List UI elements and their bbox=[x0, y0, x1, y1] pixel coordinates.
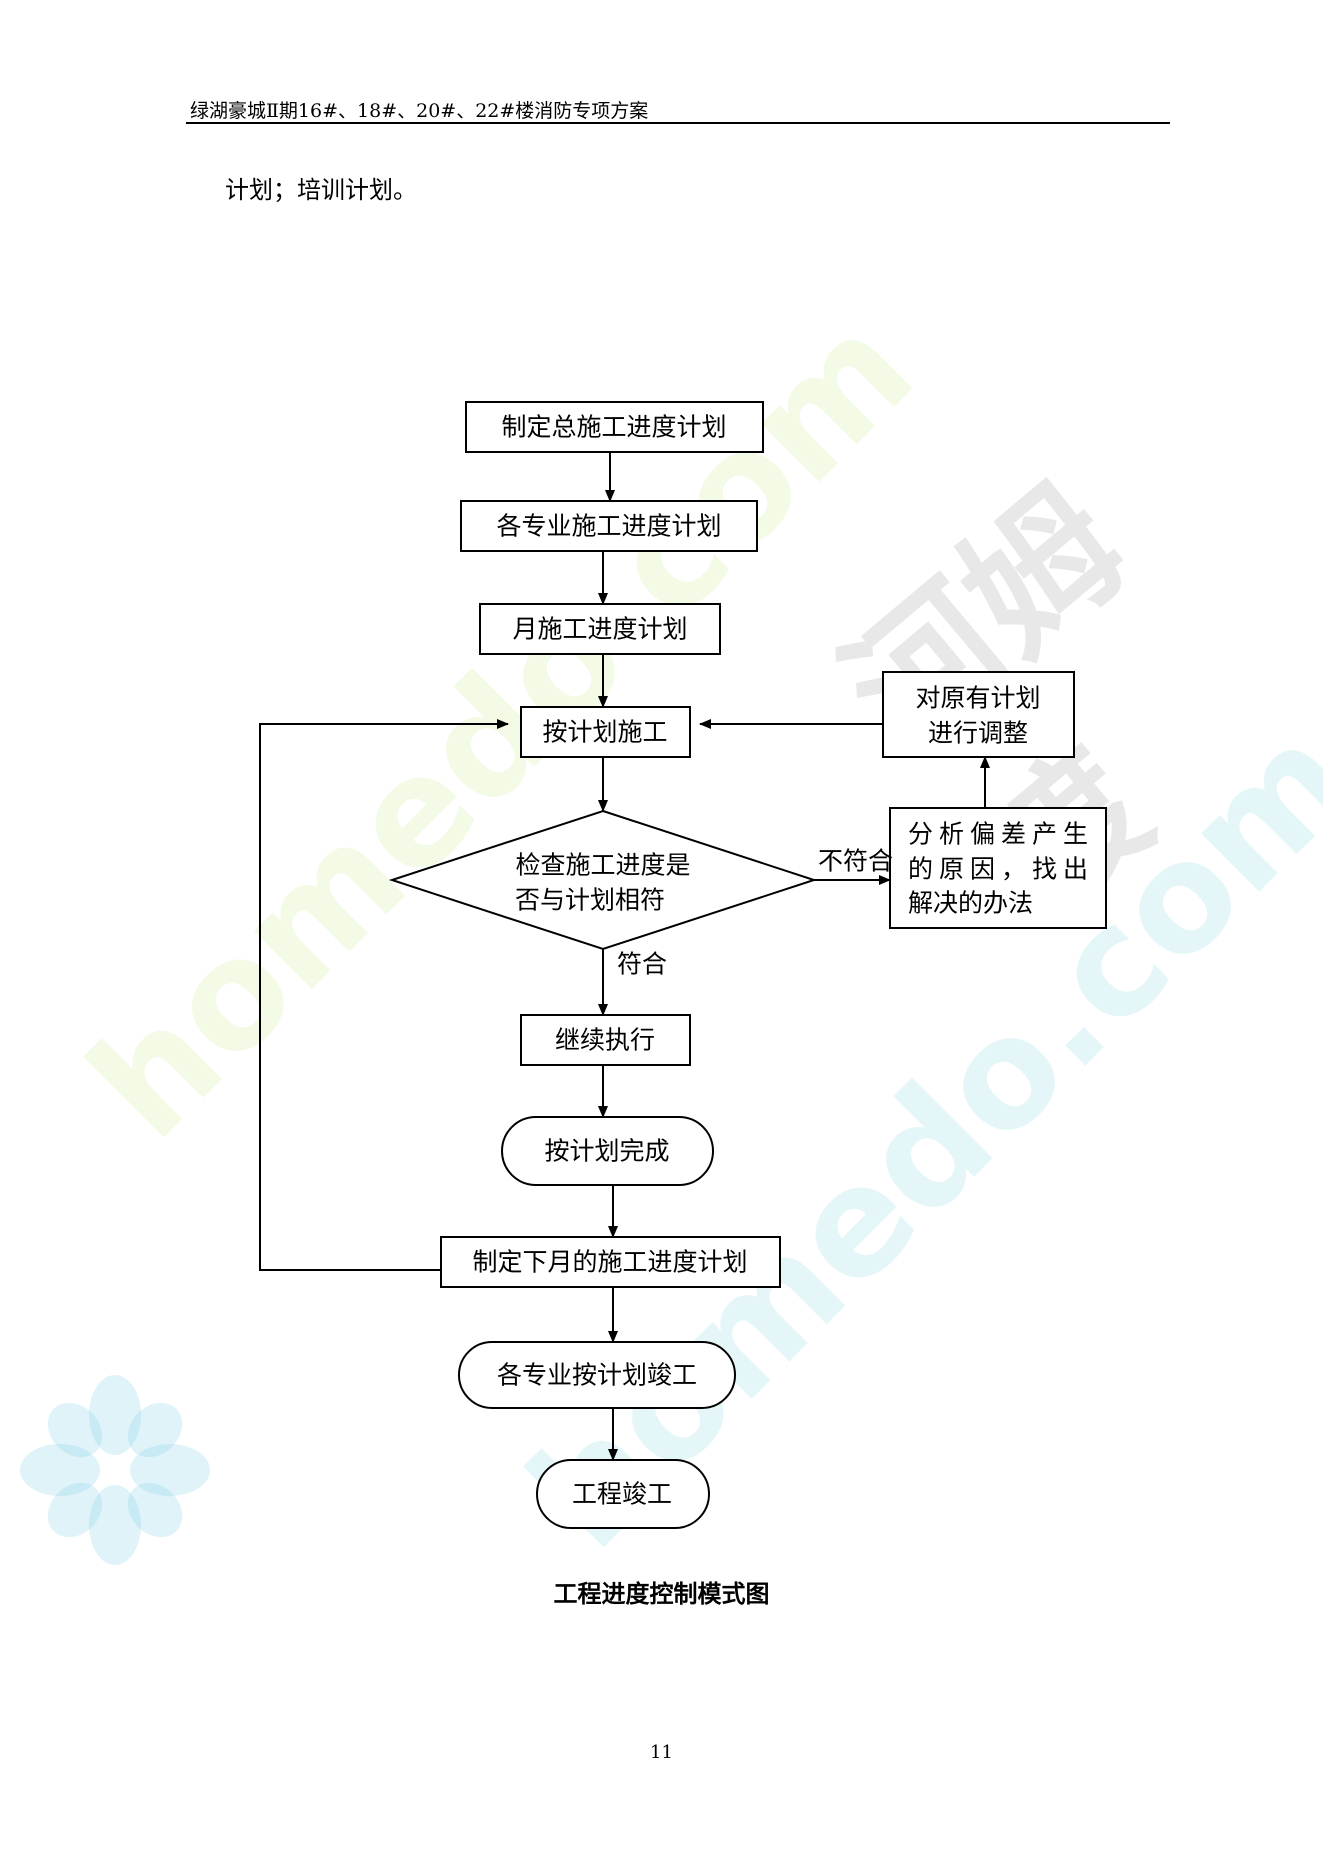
node-specialty-plan-box bbox=[460, 500, 758, 552]
node-project-done-label: 工程竣工 bbox=[572, 1480, 672, 1509]
node-master-plan-label: 制定总施工进度计划 bbox=[501, 413, 726, 442]
node-complete-label: 按计划完成 bbox=[544, 1137, 669, 1166]
header-rule bbox=[186, 122, 1170, 124]
watermark-flower-logo bbox=[20, 1375, 210, 1565]
node-next-month-label: 制定下月的施工进度计划 bbox=[472, 1248, 747, 1277]
node-master-plan-box bbox=[465, 401, 764, 453]
node-analyze-label-3: 解决的办法 bbox=[908, 889, 1033, 918]
page-header-title: 绿湖豪城Ⅱ期16#、18#、20#、22#楼消防专项方案 bbox=[190, 100, 649, 122]
node-continue-box bbox=[520, 1014, 691, 1066]
node-specialty-done-terminal bbox=[458, 1341, 736, 1409]
node-adjust-label-2: 进行调整 bbox=[928, 719, 1028, 748]
label-yes: 符合 bbox=[617, 950, 667, 979]
figure-caption: 工程进度控制模式图 bbox=[553, 1579, 770, 1608]
arrow-loop-back-to-execute bbox=[259, 719, 509, 1271]
node-specialty-done-label: 各专业按计划竣工 bbox=[497, 1361, 697, 1390]
node-analyze-box bbox=[889, 807, 1107, 929]
node-next-month-box bbox=[440, 1236, 781, 1288]
intro-text: 计划；培训计划。 bbox=[225, 176, 417, 204]
node-execute-box bbox=[520, 706, 691, 758]
node-check-diamond bbox=[388, 809, 818, 951]
node-project-done-terminal bbox=[536, 1459, 710, 1529]
node-adjust-box bbox=[882, 671, 1075, 758]
node-execute-label: 按计划施工 bbox=[542, 718, 667, 747]
node-check-label-1: 检查施工进度是 bbox=[515, 851, 690, 880]
node-monthly-plan-box bbox=[479, 603, 721, 655]
node-adjust-label-1: 对原有计划 bbox=[915, 684, 1040, 713]
label-no: 不符合 bbox=[818, 847, 893, 876]
page-number: 11 bbox=[650, 1742, 673, 1763]
node-check-label-2: 否与计划相符 bbox=[515, 886, 665, 915]
node-monthly-plan-label: 月施工进度计划 bbox=[512, 615, 687, 644]
node-specialty-plan-label: 各专业施工进度计划 bbox=[496, 512, 721, 541]
node-continue-label: 继续执行 bbox=[555, 1026, 655, 1055]
